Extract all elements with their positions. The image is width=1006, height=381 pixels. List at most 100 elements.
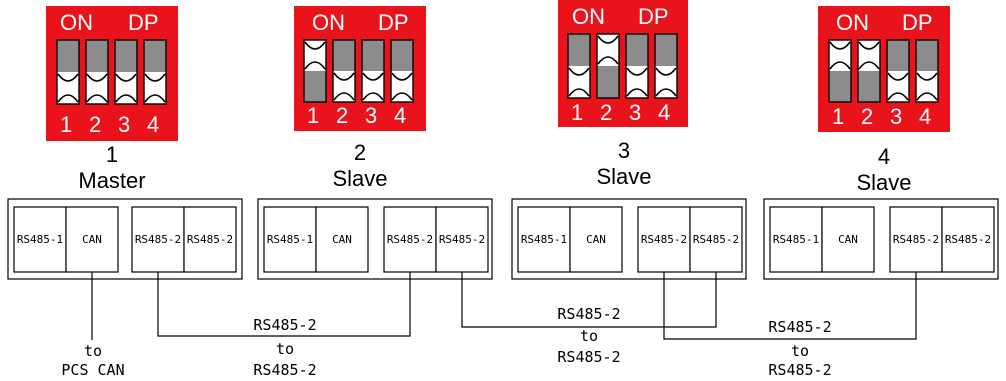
dip-switch-notch (115, 73, 137, 103)
dip-switch-actuator-on (86, 40, 108, 72)
dip-switch-slot-frame (596, 33, 620, 99)
dip-switch-dp-label: DP (128, 10, 159, 35)
connection-label-line: to (791, 342, 809, 360)
connection-label-line: RS485-2 (557, 348, 620, 366)
dip-switch-number-3: 3 (118, 112, 130, 137)
port-label: CAN (838, 233, 858, 246)
dip-switch-actuator-on (568, 34, 590, 66)
dip-switch-notch (57, 73, 79, 103)
dip-switch-notch (391, 72, 413, 101)
dip-switch-actuator-on (333, 40, 355, 71)
dip-switch-notch (916, 72, 938, 101)
dip-switch-on-label: ON (572, 4, 605, 29)
dip-switch-notch (362, 72, 384, 101)
dip-switch-slot-3 (625, 33, 649, 99)
connection-label-line: RS485-2 (253, 361, 316, 379)
dip-switch-number-2: 2 (336, 103, 348, 128)
device-role-4: Slave (856, 170, 911, 195)
connection-label-line: to (580, 327, 598, 345)
dip-switch-notch (333, 72, 355, 101)
port-rs485-2-b (183, 206, 237, 273)
port-label: CAN (332, 233, 352, 246)
dip-switch-slot-frame (857, 39, 881, 103)
connection-label-pcs-can: to PCS CAN (61, 342, 124, 379)
connection-label-line: RS485-2 (557, 305, 620, 323)
dip-switch-slot-frame (625, 33, 649, 99)
dip-switch-on-label: ON (60, 10, 93, 35)
dip-switch-notch (858, 41, 880, 70)
port-label: RS485-2 (187, 233, 233, 246)
device-number-2: 2 (354, 140, 366, 165)
device-role-1: Master (78, 168, 145, 193)
dip-switch-notch (829, 41, 851, 70)
port-rs485-1 (263, 206, 317, 273)
dip-switch-number-4: 4 (147, 112, 159, 137)
port-label: RS485-2 (387, 233, 433, 246)
dip-switch-slot-2 (857, 39, 881, 103)
dip-switch-actuator-on (144, 40, 166, 72)
port-panel-device-1: RS485-1 CAN RS485-2 RS485-2 (7, 198, 243, 280)
device-role-2: Slave (332, 166, 387, 191)
dip-switch-notch (304, 41, 326, 70)
dip-switch-actuator-off (829, 71, 851, 102)
device-number-1: 1 (106, 142, 118, 167)
dip-switch-slot-frame (886, 39, 910, 103)
dip-switch-actuator-on (887, 40, 909, 71)
dip-switch-on-label: ON (312, 10, 345, 35)
dip-switch-notch (887, 72, 909, 101)
port-can (315, 206, 369, 273)
dip-switch-actuator-off (304, 71, 326, 102)
dip-switch-notch (86, 73, 108, 103)
dip-switch-slot-1 (828, 39, 852, 103)
dip-switch-device-2: ON DP 1 2 3 4 (294, 6, 426, 131)
dip-switch-dp-label: DP (378, 10, 409, 35)
dip-switch-slot-frame (303, 39, 327, 103)
dip-switch-slot-4 (390, 39, 414, 103)
port-rs485-2-a (383, 206, 437, 273)
port-label: RS485-1 (773, 233, 819, 246)
dip-switch-slot-frame (654, 33, 678, 99)
dip-switch-number-3: 3 (890, 104, 902, 129)
dip-switch-slot-frame (567, 33, 591, 99)
wire-1-to-2 (157, 272, 411, 337)
dip-switch-device-1: ON DP 1 2 3 4 (46, 6, 178, 141)
port-rs485-1 (517, 206, 571, 273)
dip-switch-slot-4 (915, 39, 939, 103)
dip-switch-actuator-on (391, 40, 413, 71)
dip-switch-notch (144, 73, 166, 103)
dip-switch-number-2: 2 (600, 100, 612, 125)
dip-switch-number-1: 1 (60, 112, 72, 137)
dip-switch-slot-4 (143, 39, 167, 105)
connection-label-2-3: RS485-2 to RS485-2 (557, 305, 620, 366)
dip-switch-slot-2 (332, 39, 356, 103)
port-can (569, 206, 623, 273)
wire-2-to-3 (461, 272, 717, 328)
port-label: RS485-2 (439, 233, 485, 246)
port-rs485-1 (13, 206, 67, 273)
dip-switch-slot-2 (596, 33, 620, 99)
dip-switch-slot-1 (567, 33, 591, 99)
dip-switch-slot-frame (332, 39, 356, 103)
dip-switch-slot-frame (915, 39, 939, 103)
dip-switch-slot-4 (654, 33, 678, 99)
dip-switch-actuator-off (597, 66, 619, 98)
dip-switch-dp-label: DP (902, 10, 933, 35)
dip-switch-number-1: 1 (307, 103, 319, 128)
port-label: RS485-2 (135, 233, 181, 246)
dip-switch-device-4: ON DP 1 2 3 4 (818, 6, 950, 132)
dip-switch-actuator-on (655, 34, 677, 66)
dip-switch-notch (655, 67, 677, 97)
port-label: RS485-1 (17, 233, 63, 246)
port-label: CAN (586, 233, 606, 246)
dip-switch-dp-label: DP (638, 4, 669, 29)
dip-switch-device-3: ON DP 1 2 3 4 (558, 0, 688, 127)
dip-switch-slot-1 (56, 39, 80, 105)
dip-switch-slot-2 (85, 39, 109, 105)
dip-switch-notch (568, 67, 590, 97)
port-can (65, 206, 119, 273)
port-label: RS485-2 (641, 233, 687, 246)
port-rs485-2-b (941, 206, 995, 273)
dip-switch-actuator-off (858, 71, 880, 102)
dip-switch-number-2: 2 (89, 112, 101, 137)
